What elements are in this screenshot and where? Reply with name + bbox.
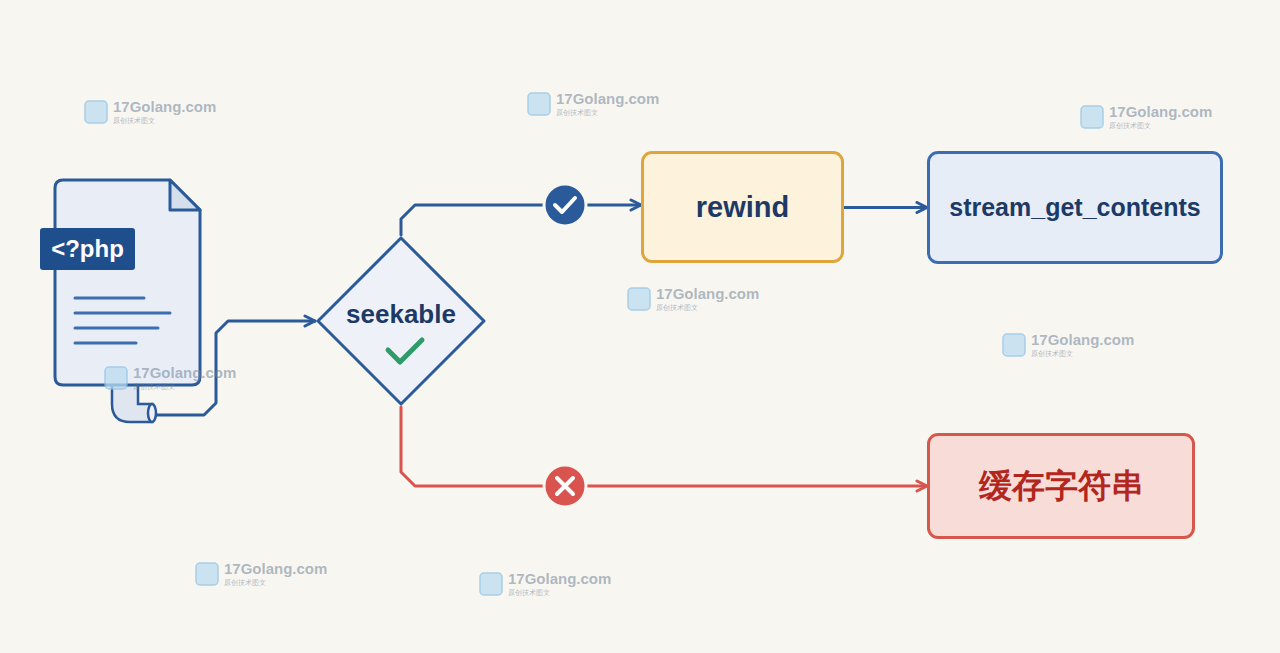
node-label: 缓存字符串: [979, 464, 1144, 509]
watermark-text: 17Golang.com: [556, 90, 659, 107]
watermark-text: 17Golang.com: [656, 285, 759, 302]
no-badge: [544, 465, 586, 507]
source-file: <?php: [40, 178, 202, 424]
decision-diamond: seekable: [315, 235, 487, 407]
file-fold: [170, 180, 200, 210]
file-body: [55, 180, 200, 385]
node-label: seekable: [315, 299, 487, 330]
watermark-text: 17Golang.com: [508, 570, 611, 587]
watermark-subtext: 原创技术图文: [224, 578, 266, 588]
pipe-cap: [148, 404, 156, 422]
code-line: [75, 297, 144, 300]
watermark-text: 17Golang.com: [1109, 103, 1212, 120]
flow-arrow: [401, 407, 927, 486]
node-label: stream_get_contents: [949, 193, 1200, 222]
watermark-text: 17Golang.com: [113, 98, 216, 115]
watermark-icons: [85, 93, 1103, 595]
watermark-subtext: 原创技术图文: [113, 116, 155, 126]
watermark-subtext: 原创技术图文: [508, 588, 550, 598]
yes-badge: [544, 184, 586, 226]
flow-arrow: [401, 205, 641, 235]
watermark-subtext: 原创技术图文: [1031, 349, 1073, 359]
check-symbol: [388, 340, 422, 362]
watermark-subtext: 原创技术图文: [556, 108, 598, 118]
fallback-box: 缓存字符串: [927, 433, 1195, 539]
watermark-subtext: 原创技术图文: [133, 382, 175, 392]
code-line: [75, 327, 158, 330]
file-tag: <?php: [40, 228, 135, 270]
watermark-text: 17Golang.com: [224, 560, 327, 577]
watermark-text: 17Golang.com: [133, 364, 236, 381]
node-label: rewind: [696, 191, 789, 224]
process-box: stream_get_contents: [927, 151, 1223, 264]
watermark-subtext: 原创技术图文: [1109, 121, 1151, 131]
flow-arrow: [844, 206, 927, 209]
watermark-text: 17Golang.com: [1031, 331, 1134, 348]
watermark-subtext: 原创技术图文: [656, 303, 698, 313]
code-line: [75, 342, 136, 345]
process-box: rewind: [641, 151, 844, 263]
code-line: [75, 312, 170, 315]
file-outline: [40, 178, 202, 424]
